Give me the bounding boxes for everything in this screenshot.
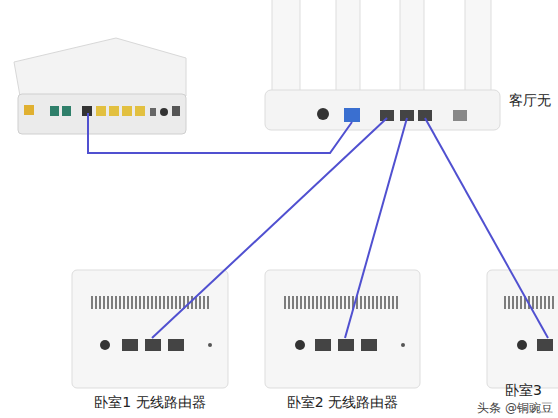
- router-node: 卧室2 无线路由器: [265, 338, 420, 414]
- wan-cable: [88, 113, 352, 153]
- bedroom-router-2: [265, 270, 420, 388]
- modem: [14, 38, 186, 134]
- bedroom-router-3: [487, 270, 558, 388]
- device-label: 客厅无: [509, 92, 551, 109]
- device-label: 卧室3: [505, 382, 542, 399]
- router-node: 卧室1 无线路由器: [72, 338, 228, 414]
- router-node: 卧室3: [487, 338, 556, 400]
- lan-cable: [152, 118, 387, 338]
- lan-cable: [425, 118, 548, 338]
- device-label: 卧室1 无线路由器: [94, 394, 205, 411]
- living-room-router: [265, 0, 500, 130]
- router-node: 客厅无: [265, 0, 555, 118]
- watermark: 头条 @铜豌豆: [477, 401, 553, 415]
- lan-cable: [345, 118, 407, 338]
- device-label: 卧室2 无线路由器: [287, 394, 398, 411]
